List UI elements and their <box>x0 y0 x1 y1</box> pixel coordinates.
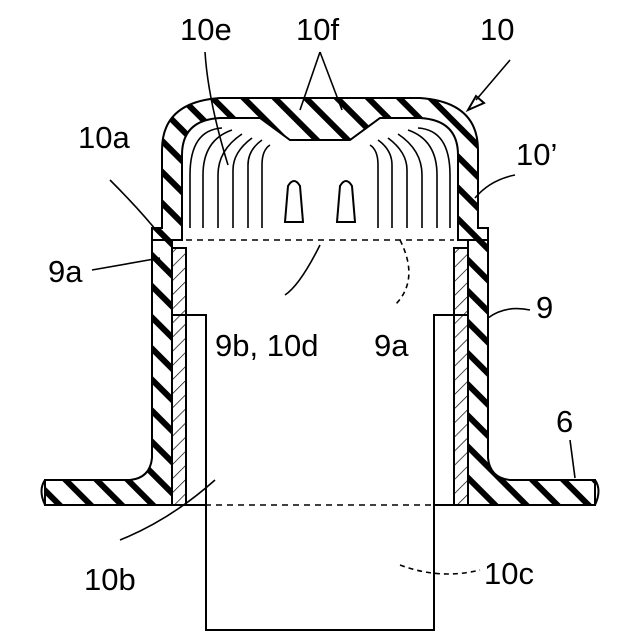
label-9a-mid: 9a <box>374 328 409 363</box>
fitting-9 <box>172 248 468 505</box>
label-9: 9 <box>536 290 553 325</box>
label-6: 6 <box>556 404 573 439</box>
label-10c: 10c <box>484 556 534 591</box>
projections-10f <box>285 181 355 222</box>
label-9a-left: 9a <box>48 254 83 289</box>
cap-fins-10e <box>190 128 450 228</box>
label-10: 10 <box>480 12 514 47</box>
label-10b: 10b <box>84 562 136 597</box>
label-10a: 10a <box>78 120 130 155</box>
label-9b-10d: 9b, 10d <box>215 328 318 363</box>
label-10f: 10f <box>296 12 339 47</box>
label-10prime: 10’ <box>516 137 557 172</box>
base-plate-6 <box>42 235 599 505</box>
dashed-lines <box>172 240 468 505</box>
label-10e: 10e <box>180 12 232 47</box>
inner-body-10b <box>172 248 468 505</box>
